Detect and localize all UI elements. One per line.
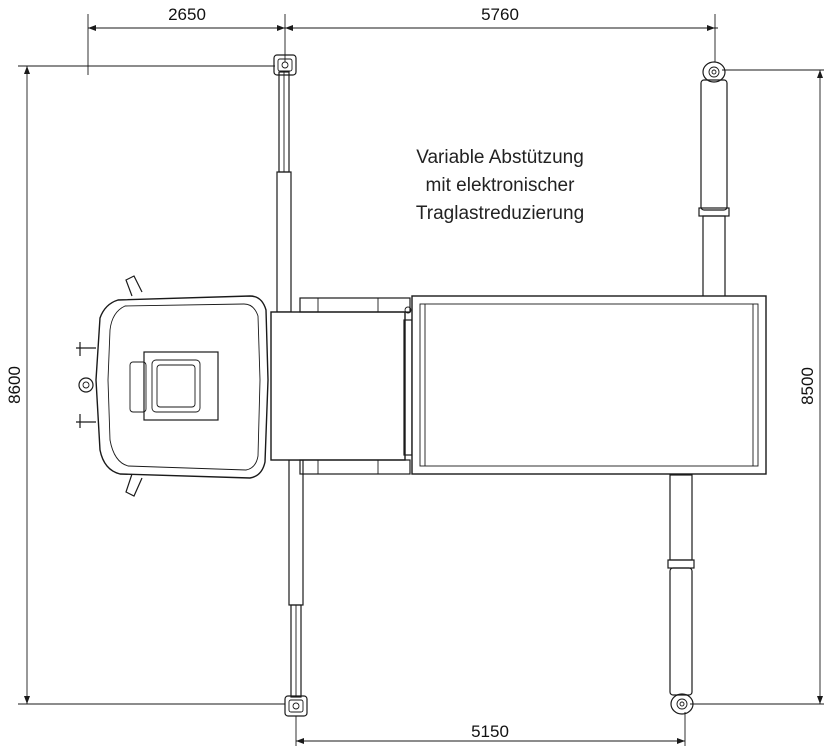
dimension-8500-label: 8500 <box>798 367 817 405</box>
top-dimension: 2650 5760 <box>87 5 718 75</box>
outrigger-rear-left <box>284 459 308 717</box>
support-pad-front-left <box>273 54 297 76</box>
bottom-dimension: 5150 <box>295 712 686 746</box>
note-line-2: mit elektronischer <box>426 175 576 196</box>
dimension-8600-label: 8600 <box>5 366 24 404</box>
dimension-5760-label: 5760 <box>481 5 519 24</box>
dimension-5150-label: 5150 <box>471 722 509 741</box>
support-pad-front-right <box>702 61 726 83</box>
stabilizer-note: Variable Abstützung mit elektronischer T… <box>416 147 584 224</box>
note-line-1: Variable Abstützung <box>416 147 584 168</box>
dimension-2650-label: 2650 <box>168 5 206 24</box>
left-dimension: 8600 <box>5 65 285 705</box>
support-pad-rear-right <box>670 693 694 715</box>
chassis-frame <box>270 297 413 475</box>
outrigger-rear-right <box>667 474 695 715</box>
note-line-3: Traglastreduzierung <box>416 203 584 224</box>
outrigger-front-right <box>698 61 730 299</box>
outrigger-front-left <box>273 54 297 313</box>
support-pad-rear-left <box>284 695 308 717</box>
right-dimension: 8500 <box>690 69 824 705</box>
truck-cab <box>76 275 269 497</box>
cargo-platform <box>411 295 767 475</box>
